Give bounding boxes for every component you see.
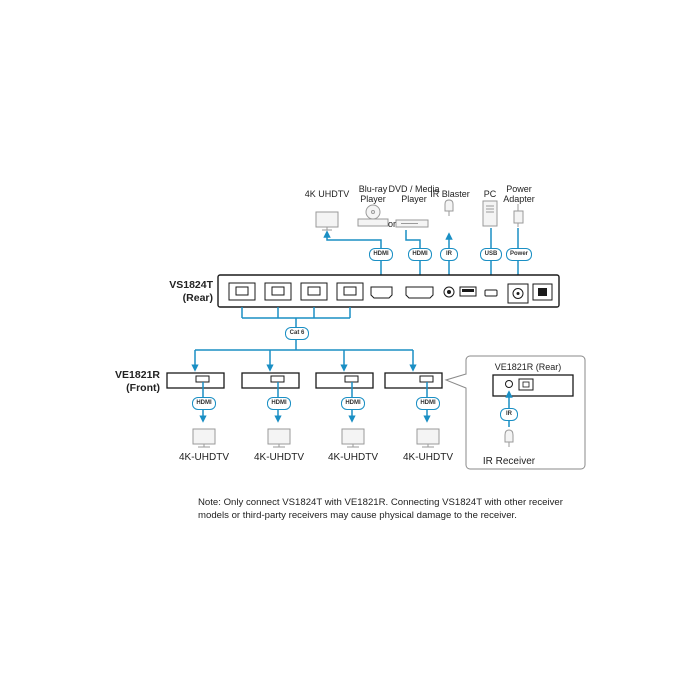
bluray-player-icon [357,204,389,227]
display-label: 4K-UHDTV [178,452,229,463]
ve1821r-unit [166,372,225,389]
rj45-port [228,282,256,301]
tx-model-label: VS1824T [169,279,213,291]
usb-mini-port [484,289,498,297]
compatibility-note: Note: Only connect VS1824T with VE1821R.… [198,496,618,522]
dvd-label-2: Player [401,194,427,204]
power-adapter-icon [513,204,524,227]
rx-side-label: (Front) [126,382,160,394]
receiver-hdmi-label: HDMI [192,397,216,410]
display-icon [267,428,291,448]
ve1821r-unit [241,372,300,389]
cat6-cable-label: Cat 6 [285,327,309,340]
dvd-label-1: DVD / Media [388,184,440,194]
inset-ir-cable-label: IR [500,408,518,421]
power-adapter-label-1: Power [506,184,532,194]
power-switch [532,283,553,301]
ir-jack [443,286,455,298]
or-label: or [387,219,396,229]
rj45-port [336,282,364,301]
display-label: 4K-UHDTV [327,452,378,463]
pc-label: PC [483,189,497,199]
inset-title: VE1821R (Rear) [494,362,562,372]
display-icon [416,428,440,448]
receiver-hdmi-label: HDMI [341,397,365,410]
hdmi-in-port [405,286,434,299]
usb-cable-label: USB [480,248,502,261]
cat6-cables [191,307,417,372]
ir-cable-label: IR [440,248,458,261]
bluray-label-2: Player [360,194,386,204]
vs1824t-unit [217,274,560,308]
usb-a-port [459,286,477,297]
display-icon [341,428,365,448]
tx-side-label: (Rear) [182,292,213,304]
receiver-hdmi-label: HDMI [267,397,291,410]
ir-blaster-icon [444,199,454,216]
rj45-port [300,282,328,301]
ir-receiver-icon [504,429,514,447]
uhdtv-source-icon [315,211,339,231]
receiver-hdmi-label: HDMI [416,397,440,410]
display-icon [192,428,216,448]
inset-receiver-unit [492,374,574,397]
hdmi-in-cable-label: HDMI [408,248,432,261]
hdmi-out-port [370,286,393,299]
power-cable-label: Power [506,248,532,261]
hdmi-out-cable-label: HDMI [369,248,393,261]
uhdtv-source-label: 4K UHDTV [304,189,350,199]
power-jack [507,283,529,304]
ve1821r-unit [384,372,443,389]
rx-model-label: VE1821R [115,369,160,381]
power-adapter-label-2: Adapter [503,194,535,204]
rj45-port [264,282,292,301]
display-label: 4K-UHDTV [253,452,304,463]
dvd-player-icon [395,219,429,228]
pc-tower-icon [482,200,498,227]
note-line-2: models or third-party receivers may caus… [198,510,517,521]
ir-receiver-label: IR Receiver [482,456,536,467]
ir-blaster-label: IR Blaster [430,189,470,199]
ve1821r-unit [315,372,374,389]
note-line-1: Note: Only connect VS1824T with VE1821R.… [198,497,563,508]
display-label: 4K-UHDTV [402,452,453,463]
bluray-label-1: Blu-ray [358,184,388,194]
